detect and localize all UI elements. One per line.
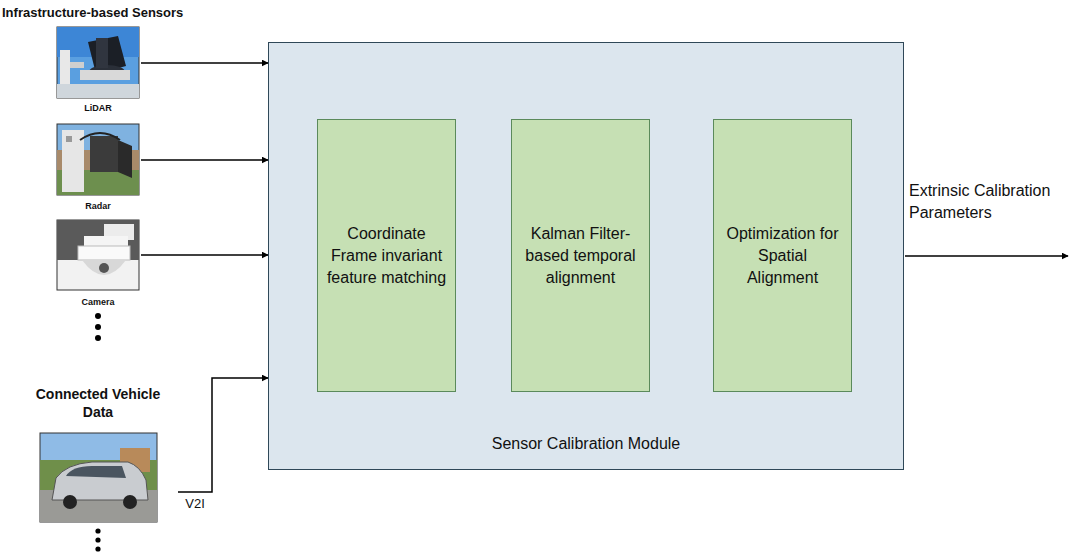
output-label: Extrinsic Calibration Parameters <box>909 180 1089 224</box>
radar-photo <box>57 124 139 195</box>
output-arrow <box>905 255 1068 257</box>
process-label: Kalman Filter-based temporal alignment <box>520 223 641 289</box>
edge-label: V2I <box>184 496 206 512</box>
connector-arrow <box>178 378 268 492</box>
process-label: Coordinate Frame invariant feature match… <box>326 223 447 289</box>
sensor-caption: LiDAR <box>55 102 141 114</box>
vehicle-image: Connected Vehicle Data <box>18 385 178 525</box>
connector-arrow <box>141 62 268 64</box>
process-box: Kalman Filter-based temporal alignment <box>511 119 650 392</box>
process-box: Coordinate Frame invariant feature match… <box>317 119 456 392</box>
connector-arrow <box>141 159 268 161</box>
sensor-image: Radar <box>55 122 141 212</box>
group-heading: Infrastructure-based Sensors <box>2 3 232 22</box>
module-title: Sensor Calibration Module <box>269 434 903 454</box>
process-label: Optimization for Spatial Alignment <box>722 223 843 289</box>
sensor-caption: Camera <box>55 296 141 308</box>
connector-arrow <box>141 254 268 256</box>
sensor-image: Camera <box>55 218 141 308</box>
vehicle-photo <box>40 433 157 522</box>
sensor-caption: Radar <box>55 200 141 212</box>
process-box: Optimization for Spatial Alignment <box>713 119 852 392</box>
ellipsis-dots <box>95 528 100 551</box>
vehicle-heading: Connected Vehicle Data <box>18 385 178 421</box>
lidar-photo <box>57 27 139 98</box>
module-box: Sensor Calibration Module Coordinate Fram… <box>268 42 904 470</box>
sensor-image: LiDAR <box>55 26 141 114</box>
camera-photo <box>57 220 139 290</box>
ellipsis-dots <box>95 313 101 341</box>
